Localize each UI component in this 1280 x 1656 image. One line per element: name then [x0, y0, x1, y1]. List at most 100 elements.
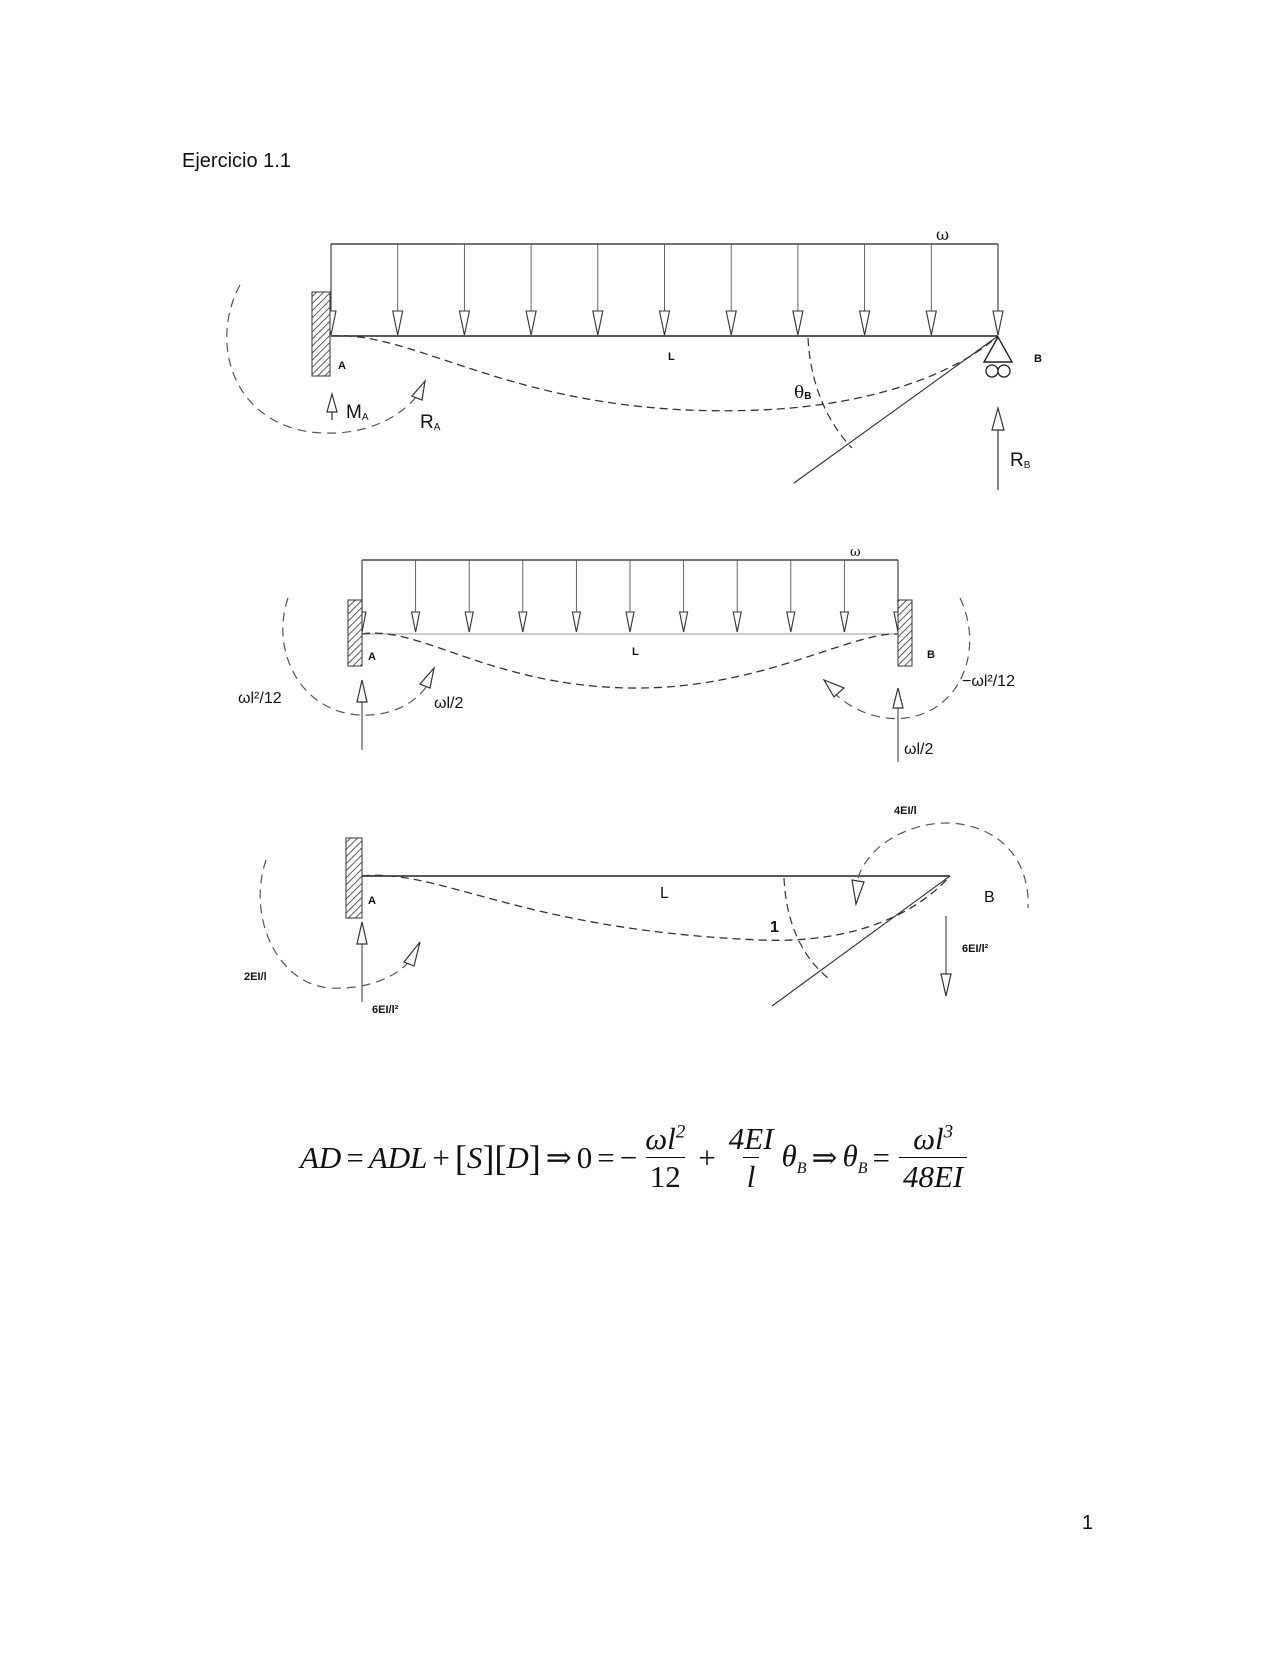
tangent-line-b: [771, 875, 951, 1007]
eq-equals-1: =: [346, 1140, 364, 1175]
load-arrow-head: [458, 310, 471, 336]
eq-theta-1: θB: [781, 1137, 807, 1178]
shear-arrow-a-head: [356, 679, 368, 703]
moment-arc-b: [857, 822, 1029, 909]
reaction-a-label: RA: [420, 412, 441, 433]
load-arrow-head: [992, 310, 1004, 336]
eq-lhs: AD: [300, 1140, 342, 1175]
load-arrow-head: [392, 310, 404, 336]
eq-bracket-close-1: ]: [482, 1138, 495, 1178]
span-label: L: [660, 885, 669, 902]
eq-s: S: [466, 1140, 483, 1175]
deflected-shape: [330, 335, 999, 412]
shear-a-label: 6EI/l²: [372, 1004, 399, 1016]
eq-fraction-3: ωl3 48EI: [898, 1121, 968, 1195]
load-arrow-head: [525, 310, 537, 336]
moment-b-label: 4EI/l: [894, 805, 917, 817]
eq-implies-1: ⇒: [545, 1140, 572, 1175]
moment-arrowhead-a: [410, 379, 426, 401]
distributed-load-arrows: [325, 244, 1004, 336]
eq-f1-denominator: 12: [645, 1156, 685, 1195]
support-a-label: A: [368, 895, 376, 907]
load-label: ω: [850, 545, 861, 560]
eq-zero: 0: [576, 1140, 593, 1175]
reaction-arrow-b-head: [991, 405, 1005, 431]
eq-d: D: [506, 1140, 529, 1175]
fixed-support-a: [345, 837, 363, 919]
load-arrow-head: [571, 611, 582, 633]
span-label: L: [668, 351, 675, 363]
span-label: L: [632, 646, 639, 658]
eq-f1-exponent: 2: [675, 1121, 686, 1143]
moment-arc-a: [259, 859, 413, 989]
load-arrow-head: [925, 310, 937, 336]
figure-2-fixed-fixed-beam: ω A L B ωl²/12 ωl/2 −ωl²/12 ωl/2: [238, 545, 1015, 762]
eq-fraction-1: ωl2 12: [641, 1121, 689, 1195]
moment-a-label: ωl²/12: [238, 690, 282, 707]
eq-f3-exponent: 3: [943, 1121, 954, 1143]
eq-equals-3: =: [872, 1140, 890, 1175]
eq-minus: −: [619, 1140, 638, 1175]
load-arrow-head: [464, 611, 474, 633]
fixed-support-a: [347, 599, 363, 667]
deflected-shape: [361, 632, 899, 689]
deflected-shape: [361, 874, 951, 941]
load-arrow-head: [658, 310, 671, 336]
eq-f3-denominator: 48EI: [898, 1156, 968, 1195]
figure-3-unit-rotation: A L B 1 4EI/l 2EI/l 6EI/l² 6EI/l²: [244, 805, 1029, 1016]
eq-adl: ADL: [368, 1140, 428, 1175]
moment-arrowhead-a: [418, 665, 436, 689]
eq-f1-numerator: ωl: [645, 1121, 676, 1157]
eq-equals-2: =: [597, 1140, 615, 1175]
moment-a-label: MA: [346, 402, 369, 423]
eq-plus-2: +: [698, 1140, 716, 1175]
shear-b-label: 6EI/l²: [962, 943, 989, 955]
roller-wheel-right: [997, 364, 1011, 378]
support-b-label: B: [1034, 353, 1042, 365]
shear-arrow-b-head: [940, 973, 952, 997]
load-arrow-head: [786, 611, 796, 633]
load-arrow-head: [732, 611, 742, 633]
support-a-label: A: [338, 360, 346, 372]
load-arrow-head: [839, 611, 850, 633]
shear-arrow-b-head: [892, 687, 904, 709]
fixed-support-a: [311, 291, 331, 377]
shear-b-label: ωl/2: [904, 741, 933, 758]
rotation-label: θB: [794, 383, 811, 403]
eq-bracket-close-2: ]: [528, 1138, 541, 1178]
eq-theta-2: θB: [842, 1137, 868, 1178]
load-arrow-head: [858, 310, 871, 336]
support-b-label: B: [927, 649, 935, 661]
eq-bracket-open-1: [: [454, 1138, 467, 1178]
load-arrow-head: [792, 310, 804, 336]
moment-arc-a: [226, 284, 421, 434]
rotation-arc-b: [783, 877, 829, 979]
eq-bracket-open-2: [: [494, 1138, 507, 1178]
unit-rotation-label: 1: [770, 919, 779, 936]
rotation-arc-b: [807, 337, 853, 449]
reaction-arrow-a-head: [326, 391, 338, 413]
load-arrow-head: [625, 611, 635, 633]
load-label: ω: [936, 225, 949, 244]
support-a-label: A: [368, 651, 376, 663]
moment-arrowhead-a: [403, 941, 421, 967]
load-arrow-head: [518, 611, 528, 633]
moment-arc-b: [827, 597, 971, 720]
tangent-line-b: [793, 335, 999, 484]
shear-arrow-a-head: [356, 921, 368, 945]
load-arrow-head: [725, 310, 737, 336]
moment-a-label: 2EI/l: [244, 971, 267, 983]
moment-b-label: −ωl²/12: [962, 673, 1015, 690]
load-arrow-head: [410, 611, 421, 633]
roller-wheel-left: [985, 364, 999, 378]
eq-implies-2: ⇒: [811, 1140, 838, 1175]
eq-f2-denominator: l: [742, 1156, 760, 1195]
moment-arrowhead-b: [822, 678, 846, 698]
eq-f3-numerator: ωl: [913, 1121, 944, 1157]
support-b-label: B: [984, 889, 995, 906]
load-arrow-head: [592, 310, 604, 336]
shear-a-label: ωl/2: [434, 695, 463, 712]
eq-f2-numerator: 4EI: [728, 1121, 774, 1157]
